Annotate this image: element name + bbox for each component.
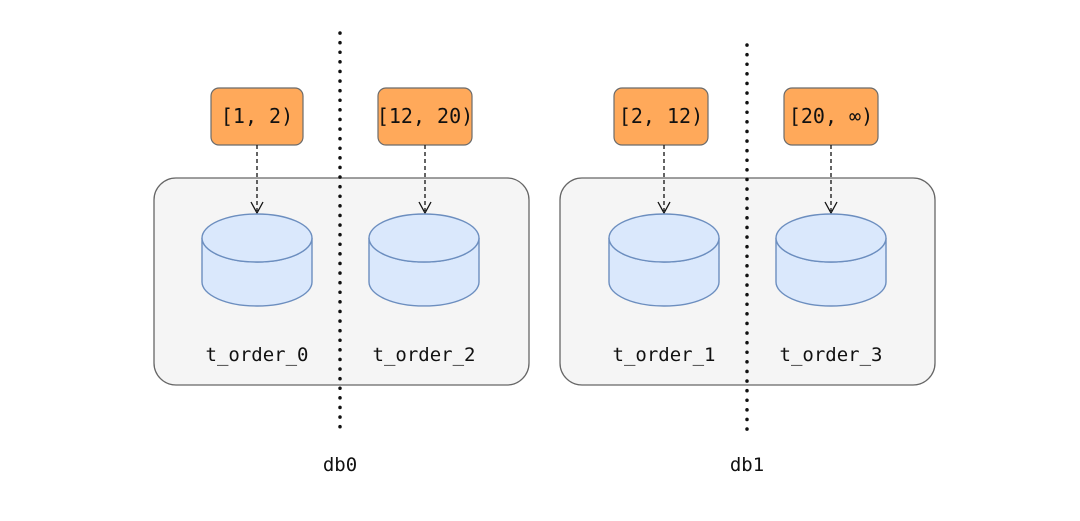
range-label-t-order-2: [12, 20) (377, 104, 473, 128)
table-label-t-order-3: t_order_3 (780, 344, 883, 366)
database-cylinder-icon (368, 213, 480, 307)
range-label-t-order-3: [20, ∞) (789, 104, 873, 128)
database-cylinder-icon (608, 213, 720, 307)
database-cylinder-icon (201, 213, 313, 307)
arrowhead-t-order-1 (657, 201, 671, 215)
arrowhead-t-order-3 (824, 201, 838, 215)
shard-t-order-0: [1, 2) t_order_0 (201, 87, 313, 366)
arrowhead-t-order-2 (418, 201, 432, 215)
table-label-t-order-2: t_order_2 (373, 344, 476, 366)
table-label-t-order-0: t_order_0 (206, 344, 309, 366)
table-label-t-order-1: t_order_1 (613, 344, 716, 366)
range-label-t-order-1: [2, 12) (619, 104, 703, 128)
shard-t-order-3: [20, ∞) t_order_3 (775, 87, 887, 366)
range-label-t-order-0: [1, 2) (221, 104, 293, 128)
database-cylinder-icon (775, 213, 887, 307)
range-box-t-order-1 (613, 87, 709, 146)
db-label-db0: db0 (323, 454, 357, 476)
db-label-db1: db1 (730, 454, 764, 476)
shard-t-order-2: [12, 20) t_order_2 (368, 87, 480, 366)
arrowhead-t-order-0 (250, 201, 264, 215)
shard-t-order-1: [2, 12) t_order_1 (608, 87, 720, 366)
